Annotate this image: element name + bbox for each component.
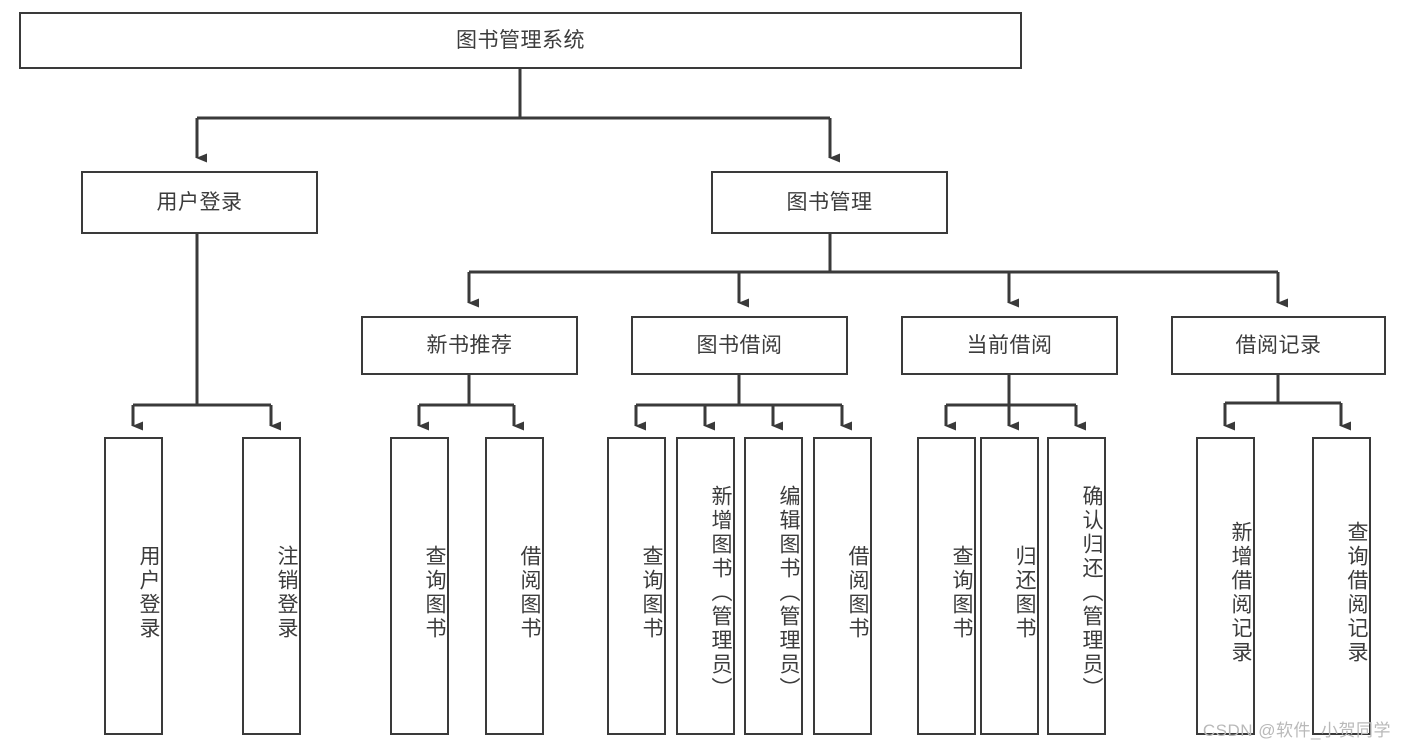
node-label: 新书推荐: [426, 333, 513, 357]
node-label: 注销登录: [275, 545, 298, 641]
node-leaf-borrow-book-new-rec[interactable]: 借阅图书: [485, 437, 544, 735]
node-label: 新增借阅记录: [1229, 521, 1252, 665]
node-leaf-edit-book-admin[interactable]: 编辑图书（管理员）: [744, 437, 803, 735]
node-borrowing-record[interactable]: 借阅记录: [1171, 316, 1386, 375]
node-label: 新增图书（管理员）: [709, 485, 732, 701]
node-label: 查询借阅记录: [1345, 521, 1368, 665]
node-label: 当前借阅: [966, 333, 1053, 357]
node-label: 图书管理: [786, 190, 873, 214]
node-leaf-query-book-new-rec[interactable]: 查询图书: [390, 437, 449, 735]
node-label: 查询图书: [640, 545, 663, 641]
node-leaf-query-borrow-record[interactable]: 查询借阅记录: [1312, 437, 1371, 735]
node-label: 借阅记录: [1235, 333, 1322, 357]
node-leaf-logout[interactable]: 注销登录: [242, 437, 301, 735]
node-leaf-return-book[interactable]: 归还图书: [980, 437, 1039, 735]
node-label: 查询图书: [950, 545, 973, 641]
node-leaf-query-book-current[interactable]: 查询图书: [917, 437, 976, 735]
node-label: 编辑图书（管理员）: [777, 485, 800, 701]
node-book-borrowing[interactable]: 图书借阅: [631, 316, 848, 375]
node-label: 图书借阅: [696, 333, 783, 357]
node-label: 借阅图书: [518, 545, 541, 641]
node-label: 查询图书: [423, 545, 446, 641]
node-leaf-confirm-return-admin[interactable]: 确认归还（管理员）: [1047, 437, 1106, 735]
node-book-management[interactable]: 图书管理: [711, 171, 948, 234]
node-leaf-add-borrow-record[interactable]: 新增借阅记录: [1196, 437, 1255, 735]
node-new-book-recommendation[interactable]: 新书推荐: [361, 316, 578, 375]
node-user-login[interactable]: 用户登录: [81, 171, 318, 234]
node-label: 图书管理系统: [456, 28, 585, 52]
node-leaf-user-login[interactable]: 用户登录: [104, 437, 163, 735]
node-root-book-management-system[interactable]: 图书管理系统: [19, 12, 1022, 69]
node-leaf-query-book-borrow[interactable]: 查询图书: [607, 437, 666, 735]
node-leaf-add-book-admin[interactable]: 新增图书（管理员）: [676, 437, 735, 735]
node-label: 归还图书: [1013, 545, 1036, 641]
node-label: 用户登录: [156, 190, 243, 214]
node-label: 确认归还（管理员）: [1080, 485, 1103, 701]
node-label: 用户登录: [137, 545, 160, 641]
node-label: 借阅图书: [846, 545, 869, 641]
node-current-borrowing[interactable]: 当前借阅: [901, 316, 1118, 375]
node-leaf-borrow-book-borrow[interactable]: 借阅图书: [813, 437, 872, 735]
